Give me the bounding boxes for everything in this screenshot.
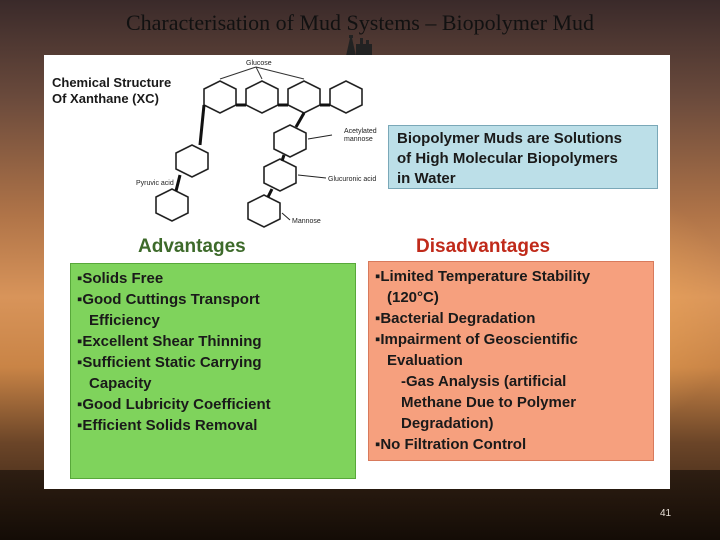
list-item: Degradation) [401, 415, 494, 432]
advantages-list: ▪Solids Free ▪Good Cuttings Transport Ef… [70, 263, 356, 479]
list-item: (120°C) [387, 289, 439, 306]
callout-line2: of High Molecular Biopolymers [397, 150, 618, 167]
pyruvic-acid-label: Pyruvic acid [136, 180, 174, 187]
list-item: Efficiency [89, 312, 160, 329]
advantages-heading: Advantages [138, 236, 246, 257]
list-item: Methane Due to Polymer [401, 394, 577, 411]
list-item: ▪Solids Free [77, 270, 164, 287]
biopolymer-definition-callout: Biopolymer Muds are Solutions of High Mo… [388, 125, 658, 189]
list-item: ▪Limited Temperature Stability [375, 268, 591, 285]
glucuronic-acid-label: Glucuronic acid [328, 176, 376, 183]
list-item: ▪No Filtration Control [375, 436, 527, 453]
slide-title: Characterisation of Mud Systems – Biopol… [125, 10, 595, 35]
list-item: ▪Impairment of Geoscientific [375, 331, 578, 348]
glucose-label: Glucose [246, 60, 272, 67]
list-item: -Gas Analysis (artificial [401, 373, 567, 390]
acetylated-mannose-label-1: Acetylated [344, 128, 377, 135]
content-panel: Chemical Structure Of Xanthane (XC) [44, 55, 670, 489]
list-item: ▪Sufficient Static Carrying [77, 354, 262, 371]
structure-heading: Chemical Structure Of Xanthane (XC) [52, 75, 192, 107]
oil-rig-icon [342, 35, 374, 56]
disadvantages-list: ▪Limited Temperature Stability (120°C) ▪… [368, 261, 654, 461]
list-item: ▪Efficient Solids Removal [77, 417, 258, 434]
list-item: Capacity [89, 375, 152, 392]
callout-line1: Biopolymer Muds are Solutions [397, 130, 623, 147]
list-item: ▪Good Cuttings Transport [77, 291, 260, 308]
structure-heading-line1: Chemical Structure [52, 75, 172, 90]
callout-line3: in Water [397, 170, 456, 187]
acetylated-mannose-label-2: mannose [344, 136, 373, 143]
structure-heading-line2: Of Xanthane (XC) [52, 91, 159, 106]
page-number: 41 [660, 508, 672, 519]
list-item: ▪Bacterial Degradation [375, 310, 536, 327]
disadvantages-heading: Disadvantages [416, 236, 551, 257]
list-item: Evaluation [387, 352, 463, 369]
list-item: ▪Excellent Shear Thinning [77, 333, 262, 350]
mannose-label: Mannose [292, 218, 321, 225]
xanthane-structure-diagram: Glucose Acetylated mannose Glucuronic ac… [136, 60, 377, 228]
list-item: ▪Good Lubricity Coefficient [77, 396, 271, 413]
